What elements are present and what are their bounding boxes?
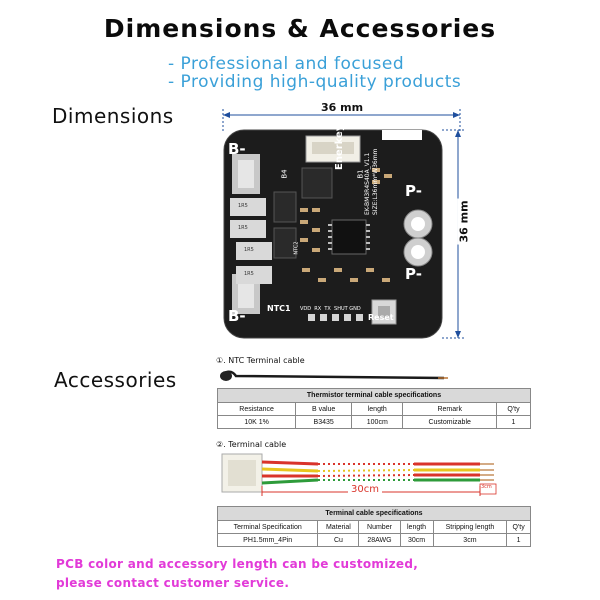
terminal-header-material: Material — [317, 520, 360, 534]
ntc-header-resistance: Resistance — [216, 402, 297, 416]
height-arrow-bottom — [455, 331, 461, 338]
terminal-cable-image — [221, 453, 497, 496]
pcb-board — [223, 129, 443, 339]
board-model-line-1: EK-BM3R4S40A_V1.1 — [364, 152, 371, 215]
subtitle-professional: - Professional and focused — [168, 54, 405, 74]
ntc-cable-image — [220, 370, 448, 381]
terminal-cell-stripping: 3cm — [432, 533, 508, 547]
ntc-header-remark: Remark — [402, 402, 497, 416]
terminal-header-stripping: Stripping length — [432, 520, 508, 534]
terminal-cell-spec: PH1.5mm_4Pin — [216, 533, 319, 547]
width-dimension-text: 36 mm — [318, 101, 367, 114]
terminal-cell-number: 28AWG — [358, 533, 401, 547]
terminal-cell-length: 30cm — [399, 533, 434, 547]
terminal-cable-heading: ②. Terminal cable — [216, 440, 287, 449]
ntc-header-b-value: B value — [295, 402, 353, 416]
board-pin-labels: VDD RX TX SHUT GND — [300, 306, 361, 312]
board-label-p-top: P- — [405, 182, 422, 200]
resistor-1 — [230, 198, 266, 216]
page-title: Dimensions & Accessories — [103, 14, 497, 43]
board-label-ntc1: NTC1 — [267, 304, 291, 313]
terminal-cell-qty: 1 — [506, 533, 531, 547]
ntc-header-length: length — [351, 402, 404, 416]
ntc-header-qty: Q'ty — [495, 402, 532, 416]
board-label-b-top: B- — [228, 140, 246, 158]
ntc-table-title: Thermistor terminal cable specifications — [217, 388, 531, 403]
resistor-mark-2: 1R5 — [238, 225, 248, 231]
terminal-header-qty: Q'ty — [506, 520, 531, 534]
subtitle-quality: - Providing high-quality products — [168, 72, 462, 92]
terminal-header-length: length — [399, 520, 434, 534]
terminal-end-label: 3cm — [481, 484, 492, 490]
ntc-cell-qty: 1 — [495, 415, 532, 429]
terminal-table-title: Terminal cable specifications — [217, 506, 531, 521]
width-arrow-left — [223, 112, 230, 118]
terminal-spec-table: Terminal cable specifications Terminal S… — [216, 506, 531, 547]
terminal-length-label: 30cm — [348, 484, 382, 495]
resistor-4 — [236, 266, 272, 284]
resistor-mark-4: 1R5 — [244, 271, 254, 277]
board-label-b-bottom: B- — [228, 307, 246, 325]
resistor-2 — [230, 220, 266, 238]
main-ic — [331, 219, 367, 255]
terminal-header-number: Number — [358, 520, 401, 534]
ntc-cell-remark: Customizable — [402, 415, 497, 429]
terminal-cell-material: Cu — [317, 533, 360, 547]
ntc-cell-resistance: 10K 1% — [216, 415, 297, 429]
ntc-cable-heading: ①. NTC Terminal cable — [216, 356, 305, 365]
board-label-p-bottom: P- — [405, 265, 422, 283]
height-arrow-top — [455, 130, 461, 137]
board-brand: Enerkey — [334, 124, 345, 170]
board-model-line-2: SIZE:L36mm*W36mm — [372, 148, 379, 215]
ntc-cell-b-value: B3435 — [295, 415, 353, 429]
accessories-label: Accessories — [54, 368, 177, 392]
terminal-header-spec: Terminal Specification — [216, 520, 319, 534]
footer-line-2: please contact customer service. — [56, 576, 290, 590]
footer-line-1: PCB color and accessory length can be cu… — [56, 557, 419, 571]
height-dimension-text: 36 mm — [457, 198, 471, 245]
resistor-mark-1: 1R5 — [238, 203, 248, 209]
board-label-b4: B4 — [280, 169, 289, 179]
board-label-reset: Reset — [368, 313, 394, 322]
ntc-spec-table: Thermistor terminal cable specifications… — [216, 388, 532, 429]
width-arrow-right — [453, 112, 460, 118]
board-label-ntc2: NTC2 — [293, 241, 300, 255]
resistor-mark-3: 1R5 — [244, 247, 254, 253]
ntc-cell-length: 100cm — [351, 415, 404, 429]
resistor-3 — [236, 242, 272, 260]
dimensions-label: Dimensions — [52, 104, 174, 128]
